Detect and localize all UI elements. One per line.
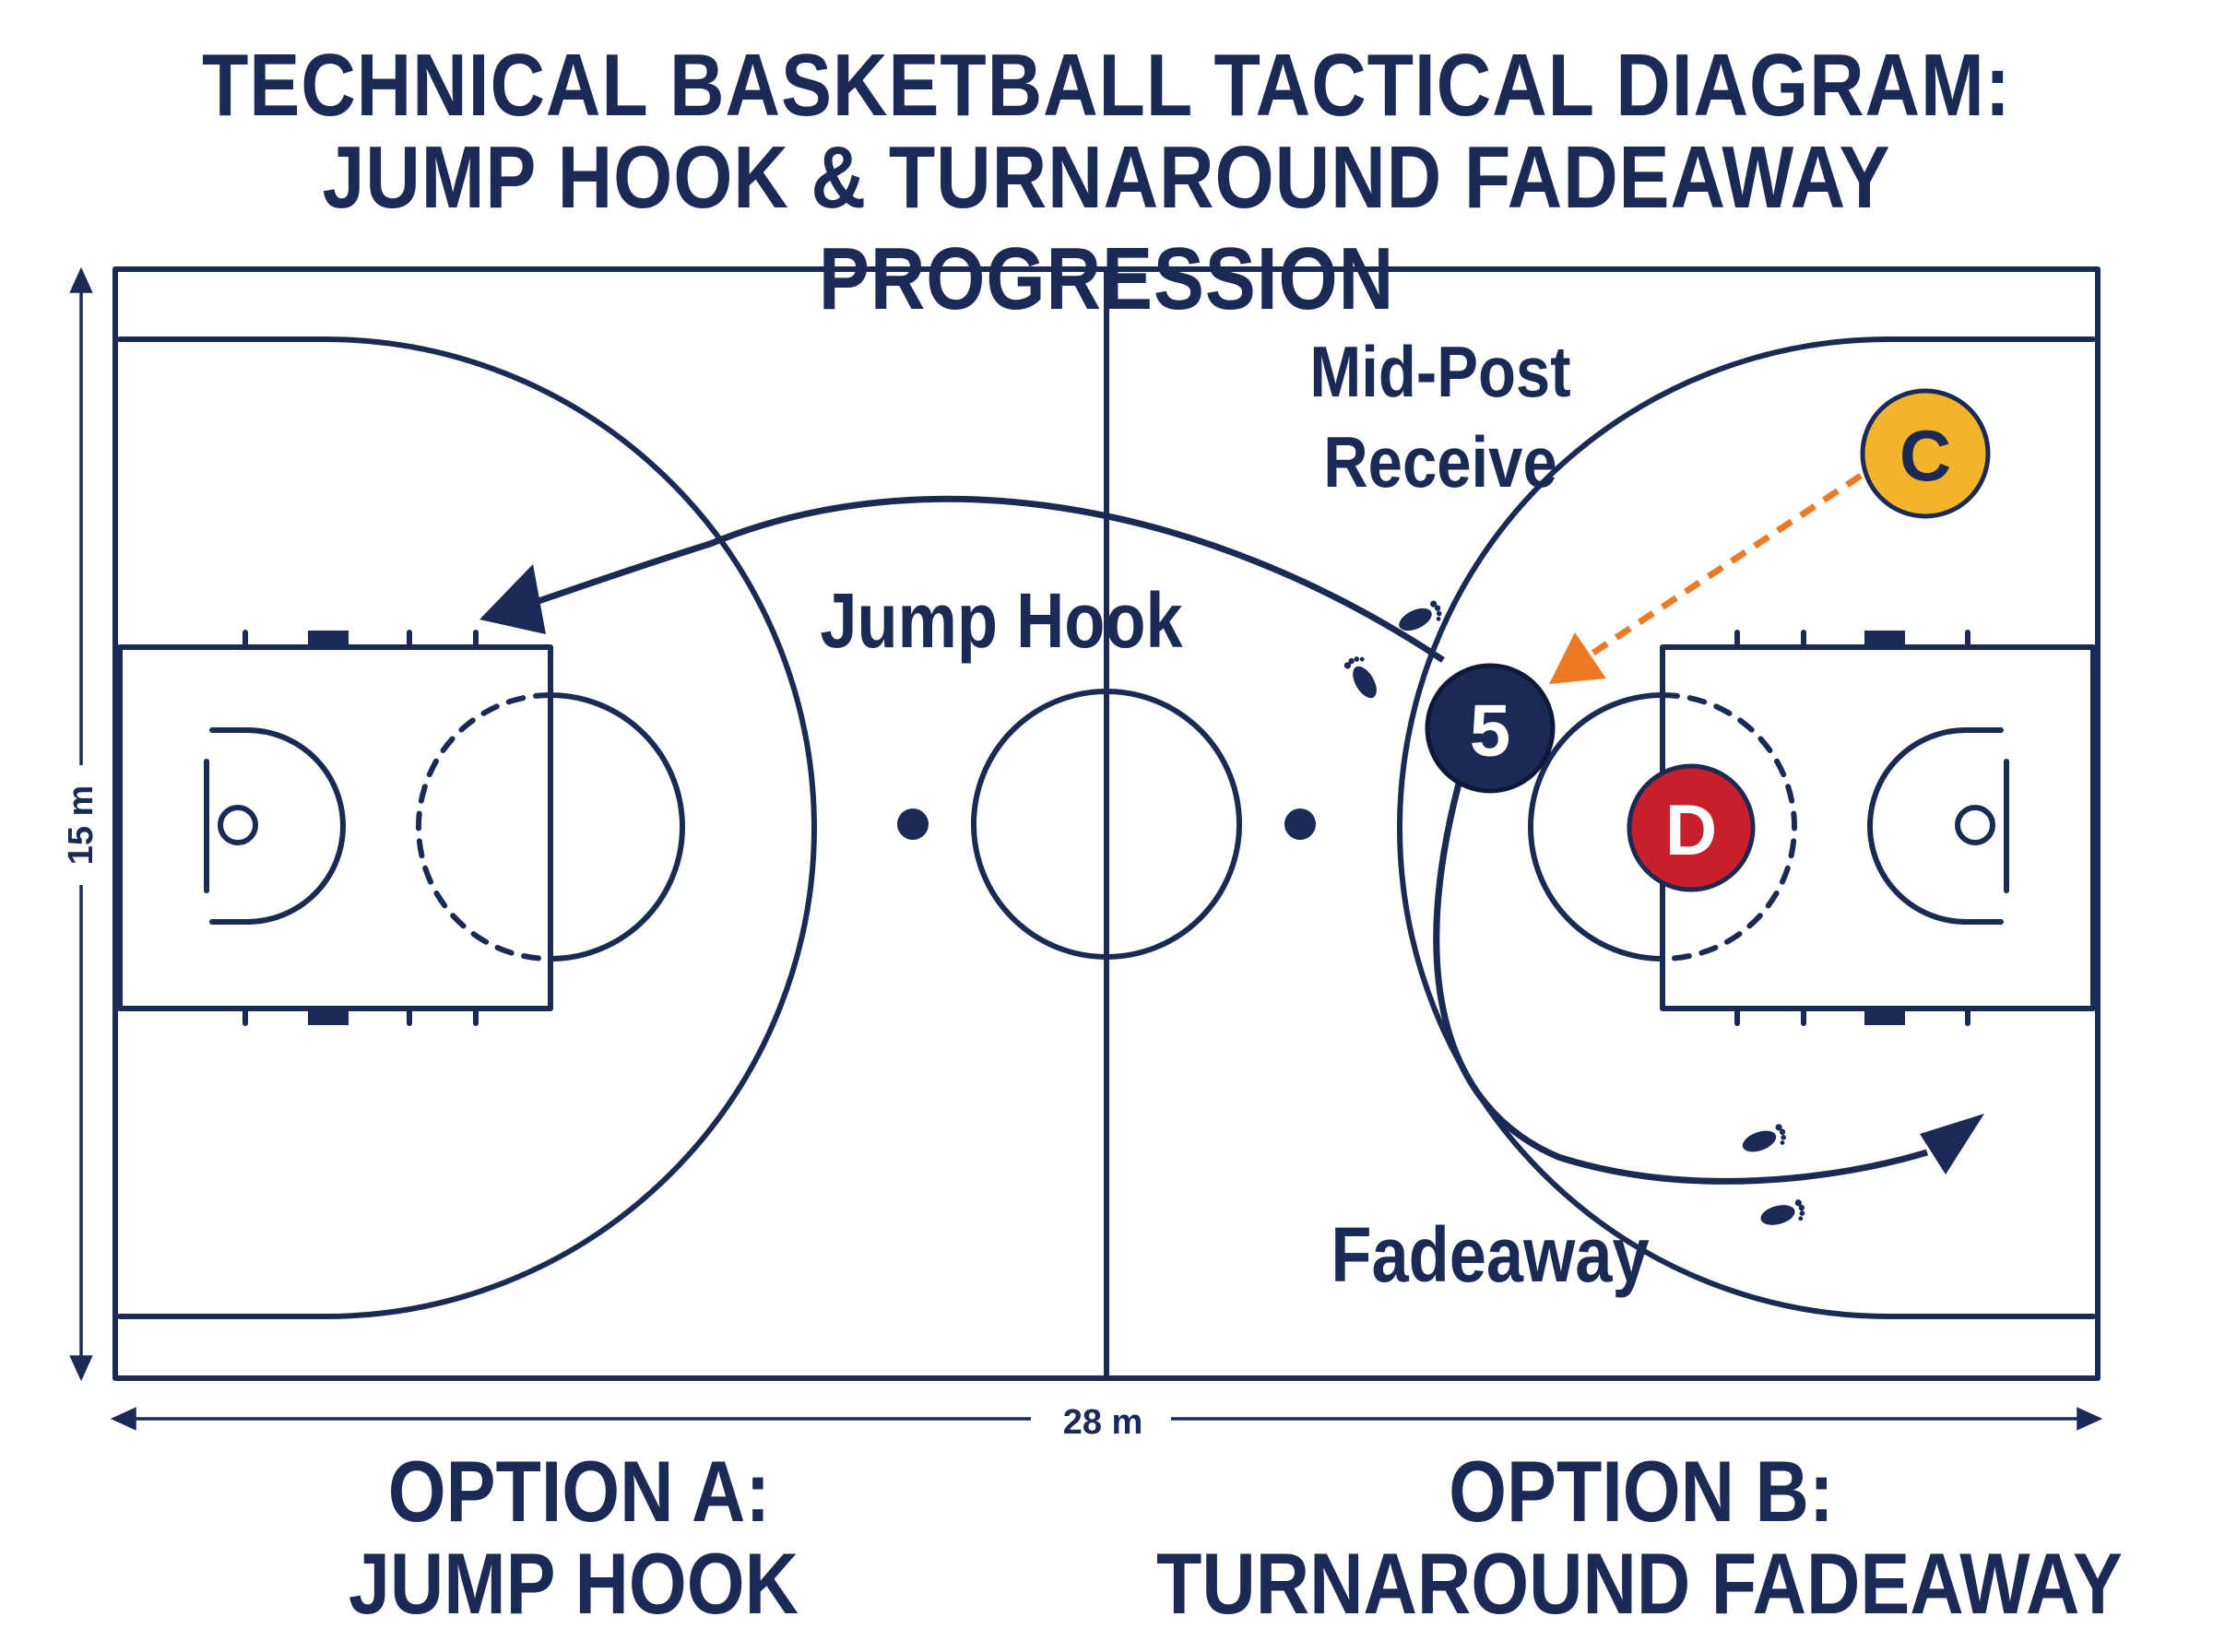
height-dimension-label: 15 m xyxy=(62,785,101,866)
option-a-line2: JUMP HOOK xyxy=(349,1535,799,1632)
left-hoop xyxy=(218,805,258,845)
right-hoop xyxy=(1955,805,1995,845)
player-offense-5: 5 xyxy=(1425,663,1556,794)
option-b-line2: TURNAROUND FADEAWAY xyxy=(1156,1535,2123,1632)
option-b-line1: OPTION B: xyxy=(1449,1443,1834,1540)
left-free-throw-circle-solid xyxy=(548,692,685,962)
center-circle xyxy=(971,689,1242,960)
fadeaway-path xyxy=(1433,783,1929,1185)
mid-post-label-line2: Receive xyxy=(1323,422,1557,502)
footprint-icon xyxy=(1757,1198,1808,1231)
fadeaway-arrowhead xyxy=(1920,1114,1984,1174)
right-three-point-line xyxy=(1397,336,2096,1319)
right-free-throw-circle-solid xyxy=(1528,692,1665,962)
player-coach-c: C xyxy=(1860,388,1991,519)
jump-hook-label: Jump Hook xyxy=(820,577,1183,664)
player-offense-label: 5 xyxy=(1470,690,1511,772)
left-free-throw-circle-dashed xyxy=(416,692,553,962)
center-dot-left xyxy=(897,808,929,840)
right-restricted-arc xyxy=(1867,727,2004,925)
option-a-line1: OPTION A: xyxy=(388,1443,771,1540)
player-coach-label: C xyxy=(1899,415,1951,496)
left-key xyxy=(117,644,553,1011)
pass-arrow-line xyxy=(1589,473,1863,657)
footprint-icon xyxy=(1342,652,1384,702)
diagram-title-line2: JUMP HOOK & TURNAROUND FADEAWAY PROGRESS… xyxy=(322,128,1891,328)
right-free-throw-circle-dashed xyxy=(1660,692,1797,962)
left-three-point-line xyxy=(117,336,817,1319)
jump-hook-path xyxy=(515,495,1445,663)
left-restricted-arc xyxy=(209,727,346,925)
center-dot-right xyxy=(1284,808,1316,840)
player-defender-label: D xyxy=(1665,789,1717,870)
fadeaway-label: Fadeaway xyxy=(1331,1211,1650,1298)
player-defender-d: D xyxy=(1627,763,1756,892)
mid-post-label-line1: Mid-Post xyxy=(1309,332,1570,412)
pass-arrowhead xyxy=(1549,632,1606,684)
diagram-title-line1: TECHNICAL BASKETBALL TACTICAL DIAGRAM: xyxy=(201,36,2012,135)
jump-hook-arrowhead xyxy=(479,564,546,634)
width-dimension-label: 28 m xyxy=(1063,1403,1143,1442)
footprint-icon xyxy=(1739,1122,1790,1159)
